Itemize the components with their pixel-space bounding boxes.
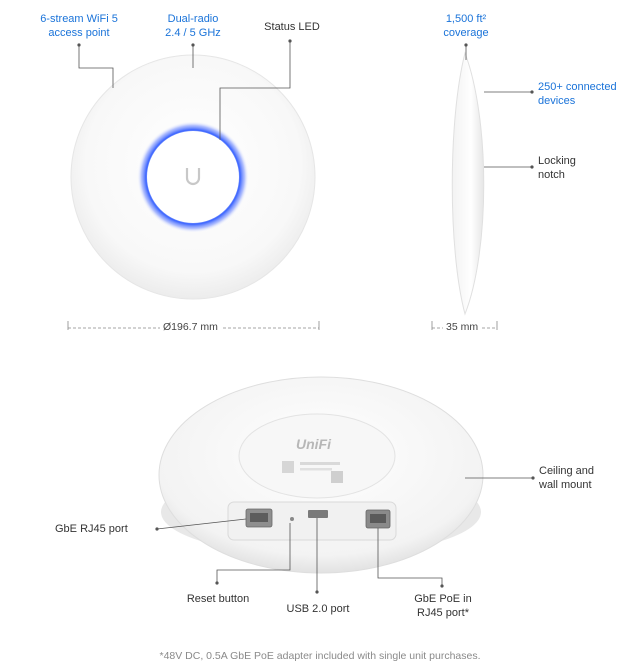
leader-poe — [377, 528, 443, 586]
leader-wifi — [78, 45, 114, 88]
diameter-label: Ø196.7 mm — [160, 321, 221, 333]
callout-rj45: GbE RJ45 port — [55, 523, 128, 535]
led-inner-disc — [147, 131, 239, 223]
callout-led: Status LED — [264, 21, 320, 33]
callout-wifi: 6-stream WiFi 5 access point — [40, 13, 118, 39]
leader-reset — [216, 523, 291, 583]
footnote: *48V DC, 0.5A GbE PoE adapter included w… — [159, 650, 481, 662]
leader-rj45 — [156, 518, 247, 530]
callout-coverage: 1,500 ft² coverage — [443, 13, 489, 39]
callout-usb: USB 2.0 port — [286, 603, 350, 615]
callout-notch: Locking notch — [538, 155, 576, 181]
usb-port-shape — [308, 510, 328, 518]
ap-side-profile — [451, 51, 485, 316]
ap-bottom-label-area — [238, 413, 396, 499]
reset-hole — [290, 517, 294, 521]
leader-led — [219, 41, 291, 140]
callout-reset: Reset button — [186, 593, 250, 605]
callout-radio: Dual-radio 2.4 / 5 GHz — [165, 13, 221, 39]
brand-unifi: UniFi — [296, 436, 331, 452]
unifi-logo-icon — [185, 168, 201, 186]
callout-poe: GbE PoE in RJ45 port* — [414, 593, 472, 619]
callout-devices: 250+ connected devices — [538, 81, 617, 107]
callout-mount: Ceiling and wall mount — [539, 465, 595, 491]
thickness-label: 35 mm — [443, 321, 482, 333]
